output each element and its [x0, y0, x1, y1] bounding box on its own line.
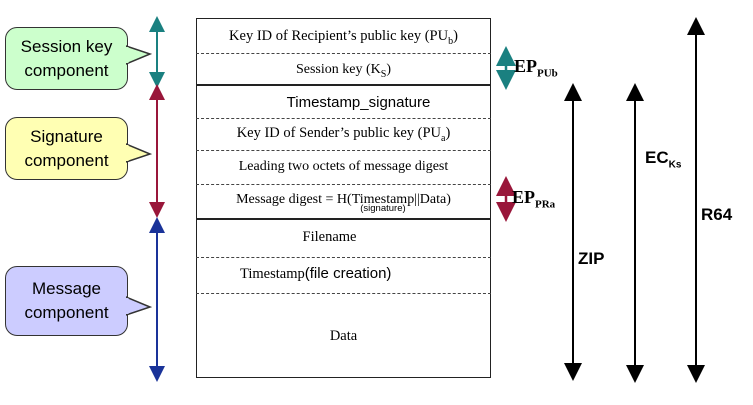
- row-divider: [196, 150, 491, 151]
- message-callout-pointer: [126, 296, 152, 316]
- row-recipient-key-id: Key ID of Recipient’s public key (PUb): [229, 28, 458, 47]
- row-timestamp-signature: Timestamp_signature: [286, 94, 431, 111]
- ep-pub-label: EPPUb: [514, 56, 558, 80]
- row-session-key: Session key (KS): [295, 62, 391, 80]
- row-divider: [196, 184, 491, 185]
- row-message-digest: Message digest = H(Timestamp(signature)|…: [236, 192, 451, 214]
- message-section-divider: [196, 218, 491, 220]
- message-component-label: Message component: [24, 279, 109, 322]
- session-key-component-label: Session key component: [20, 36, 113, 80]
- row-data: Data: [329, 328, 358, 344]
- row-divider: [196, 53, 491, 54]
- signature-callout-pointer: [126, 143, 152, 163]
- row-divider: [196, 293, 491, 294]
- session-key-component-callout: Session key component: [5, 27, 128, 90]
- signature-component-label: Signature component: [24, 126, 109, 170]
- zip-label: ZIP: [578, 249, 605, 268]
- row-divider: [196, 118, 491, 119]
- row-leading-octets: Leading two octets of message digest: [238, 159, 449, 174]
- message-component-callout: Message component: [5, 266, 128, 336]
- encryption-arrows: [496, 17, 705, 383]
- ec-label: ECKs: [645, 148, 682, 171]
- row-divider: [196, 257, 491, 258]
- row-timestamp-file-creation: Timestamp(file creation): [240, 265, 392, 282]
- pgp-message-box: [196, 18, 491, 378]
- ep-pra-label: EPPRa: [512, 187, 556, 211]
- digest-timestamp: Timestamp(signature): [351, 192, 415, 214]
- row-filename: Filename: [302, 229, 357, 245]
- session-callout-pointer: [126, 45, 152, 65]
- r64-label: R64: [701, 205, 733, 224]
- row-sender-key-id: Key ID of Sender’s public key (PUa): [236, 125, 451, 144]
- signature-component-callout: Signature component: [5, 117, 128, 180]
- signature-section-divider: [196, 84, 491, 86]
- component-range-arrows: [149, 16, 165, 382]
